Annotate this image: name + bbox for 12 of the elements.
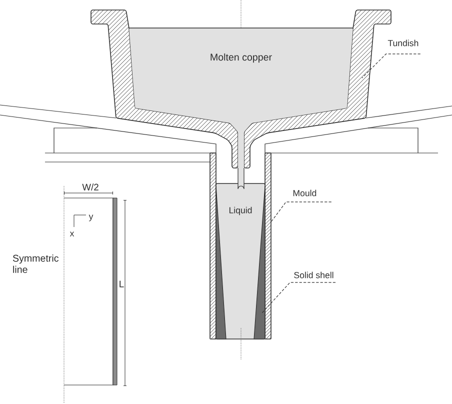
copper-pool: Molten copper	[128, 28, 354, 168]
axis-label: x	[70, 232, 74, 236]
mould	[210, 152, 272, 340]
solid-shell	[216, 186, 226, 340]
dimension-label: L	[120, 280, 124, 288]
line-label: Symmetric line	[12, 254, 59, 273]
leader-line	[362, 54, 421, 78]
leader-line	[262, 282, 336, 314]
leader-line	[270, 202, 332, 222]
axis-label: y	[88, 214, 94, 222]
solid-shell	[254, 186, 266, 340]
dimension-label: W/2	[82, 184, 98, 190]
